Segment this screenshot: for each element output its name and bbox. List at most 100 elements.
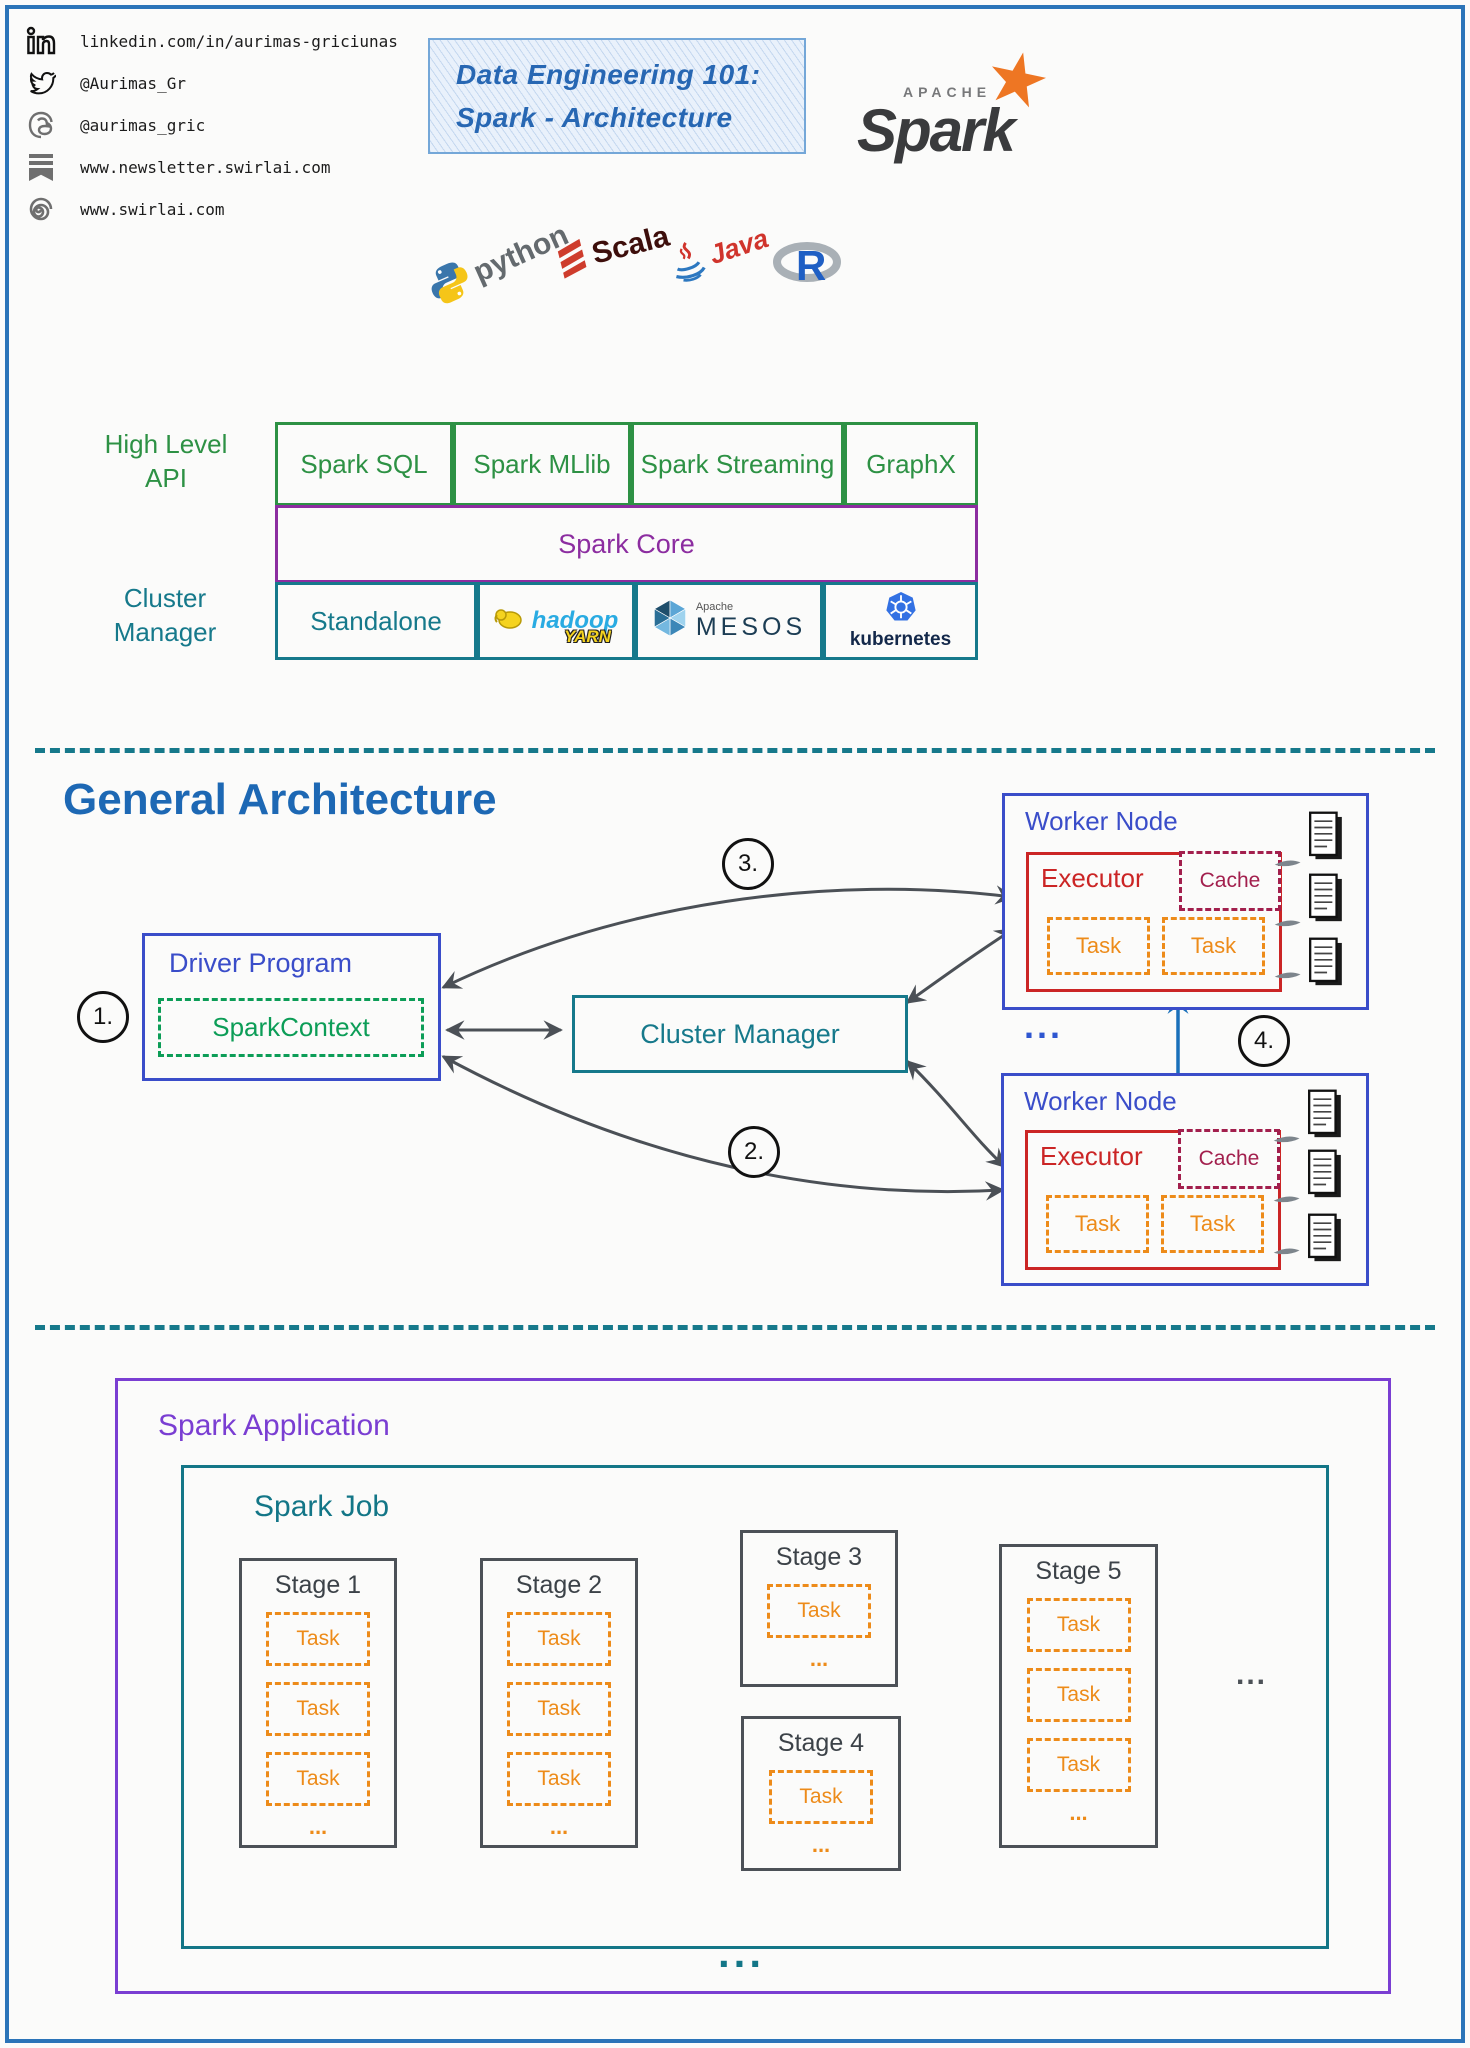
social-website-label[interactable]: www.swirlai.com	[80, 199, 225, 219]
pen-icon	[1268, 1184, 1302, 1219]
java-logo: Java	[663, 215, 775, 291]
yarn-label: YARN	[564, 627, 611, 646]
stage-2-task-1: Task	[507, 1612, 611, 1666]
java-icon	[663, 236, 712, 292]
document-stack-icon	[1307, 872, 1345, 931]
document-stack-icon	[1306, 1148, 1344, 1207]
stage-1-box: Stage 1 Task Task Task ...	[239, 1558, 397, 1848]
title-line-2: Spark - Architecture	[456, 102, 733, 133]
stage-2-more: ...	[549, 1814, 569, 1839]
java-label: Java	[705, 222, 773, 271]
stage-4-more: ...	[811, 1832, 831, 1857]
arrow-clustermanager-worker2	[905, 1059, 1007, 1169]
spark-application-title: Spark Application	[158, 1409, 390, 1442]
hadoop-elephant-icon	[494, 606, 524, 637]
high-level-api-label: High Level API	[104, 429, 228, 493]
pen-icon	[1268, 1124, 1302, 1159]
spark-job-title: Spark Job	[254, 1490, 390, 1523]
social-threads[interactable]: @aurimas_gric	[24, 104, 464, 146]
more-workers-ellipsis: ...	[1024, 1005, 1064, 1046]
arrow-driver-worker1	[441, 885, 1015, 989]
mesos-apache-label: Apache	[695, 600, 734, 613]
mesos-icon	[652, 598, 688, 645]
threads-icon	[24, 110, 58, 140]
api-box-spark-mllib: Spark MLlib	[453, 422, 631, 506]
kubernetes-label: kubernetes	[849, 628, 952, 650]
mesos-label: MESOS	[695, 612, 807, 641]
document-stack-icon	[1307, 810, 1345, 869]
worker-node-2-title: Worker Node	[1024, 1086, 1177, 1116]
stage-4-box: Stage 4 Task ...	[741, 1716, 901, 1871]
scala-icon	[552, 235, 592, 284]
r-icon	[772, 242, 842, 293]
social-twitter[interactable]: @Aurimas_Gr	[24, 62, 464, 104]
hadoop-label: hadoop	[531, 607, 619, 634]
r-logo: R	[772, 236, 850, 294]
spark-context-box: SparkContext	[158, 998, 424, 1057]
kubernetes-icon	[885, 591, 916, 629]
step-4-badge: 4.	[1238, 1015, 1290, 1067]
scala-logo: Scala	[552, 215, 673, 284]
social-newsletter[interactable]: www.newsletter.swirlai.com	[24, 146, 464, 188]
stage-3-task-1: Task	[767, 1584, 871, 1638]
step-2-badge: 2.	[728, 1126, 780, 1178]
worker-1-cache: Cache	[1179, 851, 1281, 911]
pen-icon	[1268, 1236, 1302, 1271]
title-line-1: Data Engineering 101:	[456, 58, 761, 90]
social-linkedin[interactable]: linkedin.com/in/aurimas-griciunas	[24, 20, 464, 62]
worker-1-task-1: Task	[1047, 917, 1150, 975]
cluster-manager-box: Cluster Manager	[572, 995, 908, 1073]
stage-5-task-3: Task	[1026, 1738, 1131, 1792]
stage-2-task-2: Task	[507, 1682, 611, 1736]
worker-node-2: Worker Node Executor Cache Task Task	[1001, 1073, 1369, 1286]
arrow-driver-worker2	[441, 1055, 1005, 1201]
stage-3-title: Stage 3	[775, 1543, 863, 1571]
worker-1-executor-title: Executor	[1041, 863, 1144, 893]
step-1-badge: 1.	[77, 991, 129, 1043]
stage-2-box: Stage 2 Task Task Task ...	[480, 1558, 638, 1848]
spark-application-box: Spark Application Spark Job Stage 1 Task…	[115, 1378, 1391, 1994]
stage-5-task-2: Task	[1026, 1668, 1131, 1722]
cluster-box-kubernetes: kubernetes	[823, 582, 978, 660]
python-icon	[422, 255, 479, 315]
worker-2-executor: Executor Cache Task Task	[1025, 1129, 1281, 1270]
social-newsletter-label[interactable]: www.newsletter.swirlai.com	[80, 157, 331, 177]
stage-4-title: Stage 4	[777, 1729, 865, 1757]
document-stack-icon	[1306, 1212, 1344, 1271]
more-stages-ellipsis: ...	[1236, 1658, 1268, 1691]
stage-1-more: ...	[308, 1814, 328, 1839]
stage-4-task-1: Task	[769, 1770, 873, 1824]
worker-node-1-title: Worker Node	[1025, 806, 1178, 836]
worker-node-1: Worker Node Executor Cache Task Task	[1002, 793, 1369, 1010]
social-threads-label[interactable]: @aurimas_gric	[80, 115, 206, 135]
general-architecture-heading: General Architecture	[63, 775, 497, 824]
worker-1-executor: Executor Cache Task Task	[1026, 851, 1282, 992]
worker-2-task-1: Task	[1046, 1195, 1149, 1253]
social-website[interactable]: www.swirlai.com	[24, 188, 464, 230]
cluster-manager-label: Cluster Manager	[113, 583, 217, 647]
document-stack-icon	[1306, 1088, 1344, 1147]
substack-icon	[24, 152, 58, 182]
swirlai-icon	[24, 194, 58, 224]
stage-3-more: ...	[809, 1646, 829, 1671]
driver-program-title: Driver Program	[169, 948, 353, 978]
step-3-badge: 3.	[722, 838, 774, 890]
stage-1-task-1: Task	[266, 1612, 370, 1666]
spark-logo-name: Spark	[857, 97, 1016, 164]
stage-1-title: Stage 1	[274, 1571, 362, 1599]
stage-2-title: Stage 2	[515, 1571, 603, 1599]
spark-logo: ★ APACHE Spark	[855, 34, 1075, 168]
pen-icon	[1269, 908, 1303, 943]
social-twitter-label[interactable]: @Aurimas_Gr	[80, 73, 186, 93]
scala-label: Scala	[588, 219, 673, 271]
worker-2-cache: Cache	[1178, 1129, 1280, 1189]
spark-core-box: Spark Core	[275, 505, 978, 583]
more-jobs-ellipsis: ...	[718, 1929, 766, 1976]
api-box-graphx: GraphX	[844, 422, 978, 506]
python-logo: python	[422, 212, 576, 315]
twitter-icon	[24, 70, 58, 96]
spark-logo-apache: APACHE	[903, 84, 992, 100]
social-linkedin-label[interactable]: linkedin.com/in/aurimas-griciunas	[80, 31, 398, 51]
arrow-clustermanager-worker1	[905, 928, 1015, 1004]
